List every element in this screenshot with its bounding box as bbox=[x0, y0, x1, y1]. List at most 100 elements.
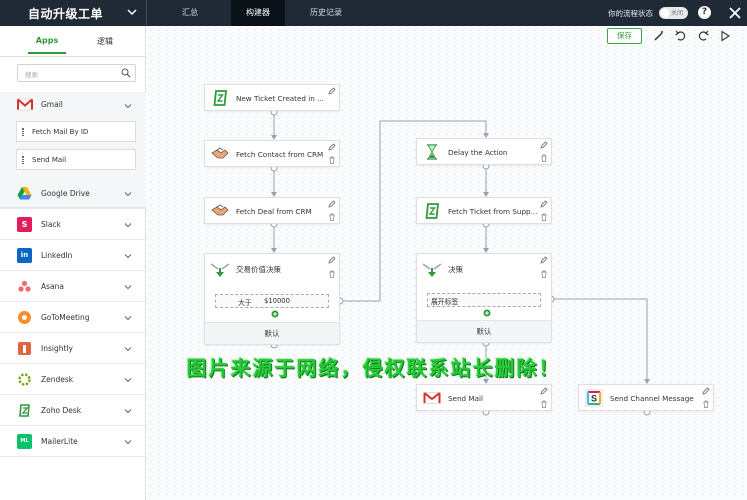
slack-icon: S bbox=[17, 217, 32, 232]
toggle-text: 关闭 bbox=[671, 10, 684, 17]
watermark-text: 图片来源于网络，侵权联系站长删除！ bbox=[186, 356, 561, 380]
condition-label: 展开标签 bbox=[431, 298, 459, 306]
trash-icon[interactable] bbox=[540, 270, 548, 278]
search-placeholder: 搜索 bbox=[25, 71, 38, 79]
chevron-down-icon[interactable] bbox=[124, 345, 132, 353]
edit-icon[interactable] bbox=[540, 387, 548, 395]
trash-icon[interactable] bbox=[702, 400, 710, 408]
node-decision-2[interactable]: 决策 展开标签 默认 bbox=[416, 253, 552, 343]
chevron-down-icon[interactable] bbox=[124, 102, 132, 110]
gmail-icon bbox=[423, 392, 441, 404]
node-label: 交易价值决策 bbox=[236, 265, 281, 274]
sidebar-item-google-drive[interactable]: Google Drive bbox=[0, 178, 146, 209]
edit-icon[interactable] bbox=[540, 141, 548, 149]
sidebar-item-slack[interactable]: S Slack bbox=[0, 209, 146, 240]
default-branch[interactable]: 默认 bbox=[205, 322, 339, 344]
hourglass-icon bbox=[427, 144, 437, 160]
edit-icon[interactable] bbox=[540, 256, 548, 264]
flow-title[interactable]: 自动升级工单 bbox=[28, 7, 104, 21]
decision-icon bbox=[210, 263, 230, 277]
trash-icon[interactable] bbox=[540, 400, 548, 408]
search-icon[interactable] bbox=[121, 68, 131, 78]
edit-icon[interactable] bbox=[328, 200, 336, 208]
add-condition-icon[interactable] bbox=[271, 310, 279, 318]
chevron-down-icon[interactable] bbox=[124, 438, 132, 446]
slack-icon: S bbox=[585, 389, 603, 407]
sidebar-item-insightly[interactable]: Insightly bbox=[0, 333, 146, 364]
chevron-down-icon[interactable] bbox=[124, 314, 132, 322]
node-label: 决策 bbox=[448, 265, 463, 274]
redo-icon[interactable] bbox=[694, 28, 712, 44]
top-bar: 自动升级工单 汇总 构建器 历史记录 你的流程状态 关闭 ? bbox=[0, 0, 747, 26]
node-label: Delay the Action bbox=[448, 148, 508, 157]
app-name: Slack bbox=[41, 220, 61, 229]
chevron-down-icon[interactable] bbox=[124, 407, 132, 415]
add-condition-icon[interactable] bbox=[483, 309, 491, 317]
app-name: MailerLite bbox=[41, 437, 78, 446]
trash-icon[interactable] bbox=[540, 213, 548, 221]
toggle-knob bbox=[660, 8, 670, 18]
edit-icon[interactable] bbox=[328, 87, 336, 95]
tab-builder[interactable]: 构建器 bbox=[231, 0, 285, 26]
sidebar-item-asana[interactable]: Asana bbox=[0, 271, 146, 302]
sidebar-item-zendesk[interactable]: Zendesk bbox=[0, 364, 146, 395]
app-name: Insightly bbox=[41, 344, 73, 353]
node-delay[interactable]: Delay the Action bbox=[416, 138, 552, 165]
node-fetch-deal[interactable]: Fetch Deal from CRM bbox=[204, 197, 340, 224]
drag-handle-icon[interactable] bbox=[22, 156, 24, 164]
sidebar-item-gotomeeting[interactable]: GoToMeeting bbox=[0, 302, 146, 333]
divider bbox=[146, 0, 147, 26]
tab-logic[interactable]: 逻辑 bbox=[97, 37, 113, 46]
insightly-icon bbox=[18, 342, 31, 355]
node-decision-deal-value[interactable]: 交易价值决策 大于 $10000 默认 bbox=[204, 253, 340, 345]
app-name: GoToMeeting bbox=[41, 313, 90, 322]
edit-icon[interactable] bbox=[328, 256, 336, 264]
action-label: Fetch Mail By ID bbox=[32, 128, 89, 136]
default-branch[interactable]: 默认 bbox=[417, 320, 551, 342]
tab-history[interactable]: 历史记录 bbox=[310, 8, 342, 17]
sidebar-item-zoho-desk[interactable]: Zoho Desk bbox=[0, 395, 146, 426]
chevron-down-icon[interactable] bbox=[124, 190, 132, 198]
action-fetch-mail-by-id[interactable]: Fetch Mail By ID bbox=[16, 121, 136, 142]
tab-summary[interactable]: 汇总 bbox=[182, 8, 198, 17]
search-input[interactable]: 搜索 bbox=[17, 64, 136, 82]
drag-handle-icon[interactable] bbox=[22, 128, 24, 136]
node-fetch-ticket[interactable]: Fetch Ticket from Supp... bbox=[416, 197, 552, 224]
crm-handshake-icon bbox=[211, 204, 229, 216]
tab-apps[interactable]: Apps bbox=[28, 36, 66, 54]
node-send-channel-message[interactable]: S Send Channel Message bbox=[578, 384, 714, 411]
trash-icon[interactable] bbox=[328, 156, 336, 164]
chevron-down-icon[interactable] bbox=[124, 283, 132, 291]
magic-wand-icon[interactable] bbox=[650, 28, 668, 44]
chevron-down-icon[interactable] bbox=[124, 221, 132, 229]
play-icon[interactable] bbox=[716, 28, 734, 44]
tab-divider bbox=[0, 56, 146, 57]
gmail-app-name[interactable]: Gmail bbox=[41, 100, 63, 109]
condition-row[interactable]: 大于 $10000 bbox=[215, 294, 329, 308]
edit-icon[interactable] bbox=[328, 143, 336, 151]
edit-icon[interactable] bbox=[702, 387, 710, 395]
chevron-down-icon[interactable] bbox=[124, 252, 132, 260]
condition-row[interactable]: 展开标签 bbox=[427, 293, 541, 307]
help-icon[interactable]: ? bbox=[698, 6, 711, 19]
node-trigger[interactable]: New Ticket Created in ... bbox=[204, 84, 340, 111]
node-send-mail[interactable]: Send Mail bbox=[416, 384, 552, 411]
node-label: Fetch Ticket from Supp... bbox=[448, 207, 538, 216]
edit-icon[interactable] bbox=[540, 200, 548, 208]
chevron-down-icon[interactable] bbox=[126, 6, 138, 18]
node-fetch-contact[interactable]: Fetch Contact from CRM bbox=[204, 140, 340, 167]
trash-icon[interactable] bbox=[540, 154, 548, 162]
app-name: LinkedIn bbox=[41, 251, 73, 260]
app-name: Google Drive bbox=[41, 189, 90, 198]
sidebar-item-mailerlite[interactable]: ML MailerLite bbox=[0, 426, 146, 457]
node-label: Send Channel Message bbox=[610, 394, 694, 403]
action-send-mail[interactable]: Send Mail bbox=[16, 149, 136, 170]
trash-icon[interactable] bbox=[328, 213, 336, 221]
trash-icon[interactable] bbox=[328, 270, 336, 278]
sidebar-item-linkedin[interactable]: in LinkedIn bbox=[0, 240, 146, 271]
chevron-down-icon[interactable] bbox=[124, 376, 132, 384]
flow-status-toggle[interactable]: 关闭 bbox=[659, 7, 688, 19]
close-icon[interactable] bbox=[727, 5, 743, 21]
undo-icon[interactable] bbox=[672, 28, 690, 44]
save-button[interactable]: 保存 bbox=[607, 28, 642, 44]
